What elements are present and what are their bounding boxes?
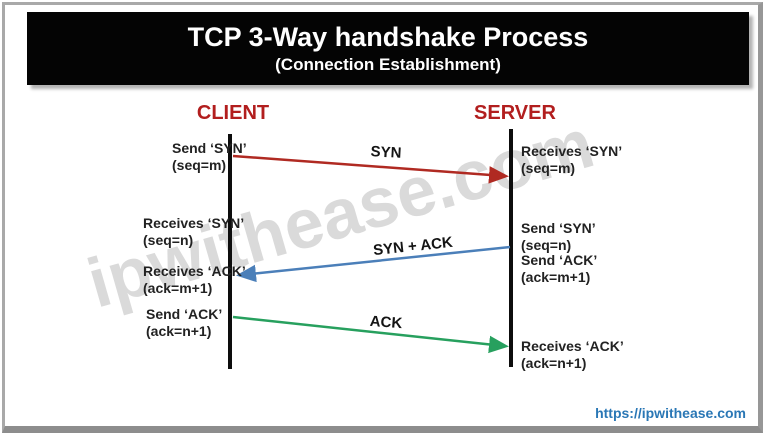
event-line: (ack=n+1) — [146, 323, 212, 339]
diagram-subtitle: (Connection Establishment) — [275, 55, 501, 74]
client-lifeline — [228, 134, 232, 369]
ack-arrow — [232, 315, 509, 354]
client-event-receives-syn: Receives ‘SYN’ (seq=n) — [143, 215, 244, 249]
event-line: (seq=n) — [143, 232, 194, 248]
server-event-receives-syn: Receives ‘SYN’ (seq=m) — [521, 143, 622, 177]
ack-arrow-label: ACK — [369, 312, 403, 333]
event-line: Send ‘ACK’ — [521, 252, 598, 268]
client-label: CLIENT — [196, 102, 270, 124]
title-box: TCP 3-Way handshake Process (Connection … — [27, 12, 749, 85]
event-line: Receives ‘SYN’ — [143, 215, 245, 231]
server-label: SERVER — [474, 102, 556, 124]
syn-arrow — [232, 154, 509, 184]
client-event-send-syn: Send ‘SYN’ (seq=m) — [172, 140, 247, 174]
synack-arrow — [236, 245, 511, 283]
syn-arrow-label: SYN — [370, 143, 402, 162]
event-line: (seq=m) — [172, 157, 227, 173]
event-line: Receives ‘SYN’ — [521, 143, 623, 159]
server-event-receives-ack: Receives ‘ACK’ (ack=n+1) — [521, 338, 624, 372]
event-line: Receives ‘ACK’ — [521, 338, 624, 354]
event-line: (ack=m+1) — [143, 280, 213, 296]
diagram-frame: ipwithease.com TCP 3-Way handshake Proce… — [2, 2, 763, 433]
event-line: Send ‘ACK’ — [146, 306, 223, 322]
event-line: Send ‘SYN’ — [172, 140, 247, 156]
client-event-receives-ack: Receives ‘ACK’ (ack=m+1) — [143, 263, 246, 297]
event-line: (ack=m+1) — [521, 269, 591, 285]
server-lifeline — [509, 129, 513, 367]
event-line: Receives ‘ACK’ — [143, 263, 246, 279]
client-event-send-ack: Send ‘ACK’ (ack=n+1) — [146, 306, 222, 340]
site-url[interactable]: https://ipwithease.com — [595, 405, 746, 421]
diagram-title: TCP 3-Way handshake Process — [187, 22, 589, 52]
server-event-send-ack: Send ‘ACK’ (ack=m+1) — [521, 252, 597, 286]
event-line: (ack=n+1) — [521, 355, 587, 371]
event-line: (seq=n) — [521, 237, 572, 253]
event-line: Send ‘SYN’ — [521, 220, 596, 236]
event-line: (seq=m) — [521, 160, 576, 176]
message-arrows — [232, 154, 511, 354]
server-event-send-syn: Send ‘SYN’ (seq=n) — [521, 220, 596, 254]
